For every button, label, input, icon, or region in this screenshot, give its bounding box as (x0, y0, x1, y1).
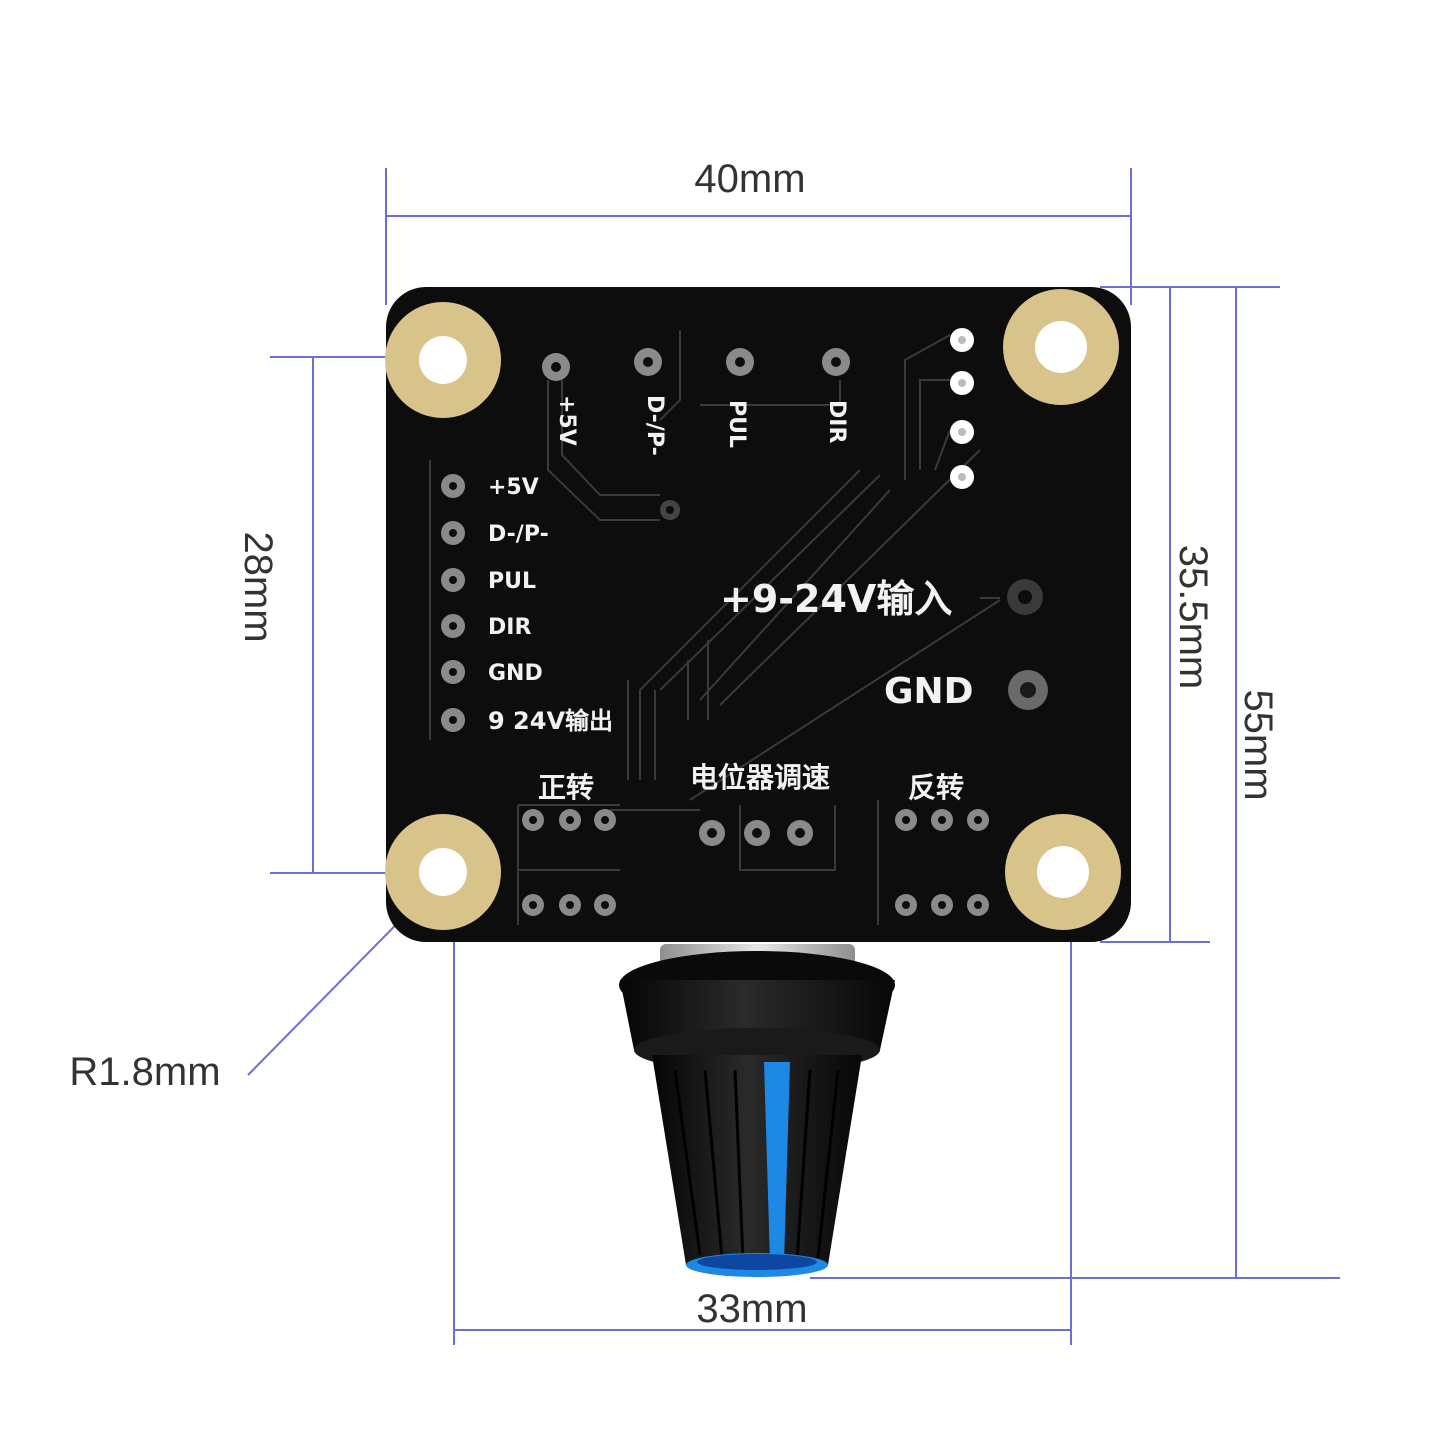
left-pin-label-pul: PUL (488, 569, 536, 594)
left-pin-label-dir: DIR (488, 615, 531, 640)
forward-label: 正转 (538, 771, 594, 804)
width-top-label: 40mm (694, 157, 805, 201)
potentiometer-knob-icon (619, 944, 895, 1277)
pin-header-icon (441, 614, 465, 638)
mounting-hole-icon (385, 814, 501, 930)
power-input-label: +9-24V输入 (720, 577, 952, 621)
mounting-hole-icon (1003, 289, 1119, 405)
top-pin-label-dp: D-/P- (642, 395, 667, 456)
mounting-hole-icon (1005, 814, 1121, 930)
pin-header-icon (559, 894, 581, 916)
height-board-label: 35.5mm (1171, 545, 1215, 690)
pin-header-icon (699, 820, 725, 846)
radius-label: R1.8mm (69, 1050, 220, 1094)
pot-pads (699, 820, 813, 846)
left-pin-label-dp: D-/P- (488, 522, 549, 547)
pin-header-icon (744, 820, 770, 846)
height-total-label: 55mm (1236, 689, 1280, 800)
pin-header-icon (594, 809, 616, 831)
pin-header-icon (542, 353, 570, 381)
pin-header-icon (822, 348, 850, 376)
forward-pads (522, 809, 616, 916)
reverse-label: 反转 (908, 771, 964, 804)
pot-label: 电位器调速 (690, 761, 830, 794)
pin-header-icon (726, 348, 754, 376)
top-pin-pads (542, 348, 850, 381)
pcb-traces (429, 330, 1001, 925)
top-pin-label-5v: +5V (554, 395, 579, 446)
left-pin-pads (441, 474, 465, 732)
pin-header-icon (931, 894, 953, 916)
height-left-label: 28mm (236, 531, 280, 642)
pin-header-icon (895, 894, 917, 916)
left-pin-label-5v: +5V (488, 475, 539, 500)
left-pin-label-output: 9 24V输出 (488, 707, 613, 735)
pin-header-icon (787, 820, 813, 846)
pin-header-icon (950, 420, 974, 444)
reverse-pads (895, 809, 989, 916)
top-pin-label-dir: DIR (824, 400, 849, 443)
pcb-board: +5V D-/P- PUL DIR +5V D-/P- PUL DIR GND (385, 287, 1131, 942)
width-bottom-label: 33mm (696, 1287, 807, 1331)
pin-header-icon (895, 809, 917, 831)
pin-header-icon (441, 521, 465, 545)
pin-header-icon (967, 809, 989, 831)
pin-header-icon (441, 474, 465, 498)
gnd-label: GND (884, 671, 974, 712)
pin-header-icon (967, 894, 989, 916)
pin-header-icon (1008, 670, 1048, 710)
pin-header-icon (441, 660, 465, 684)
mounting-hole-icon (385, 302, 501, 418)
pin-header-icon (522, 809, 544, 831)
left-pin-label-gnd: GND (488, 661, 543, 686)
pin-header-icon (522, 894, 544, 916)
dimension-lines (247, 168, 1340, 1345)
pin-header-icon (559, 809, 581, 831)
pin-header-icon (594, 894, 616, 916)
top-pin-label-pul: PUL (724, 400, 749, 448)
pin-header-icon (950, 328, 974, 352)
pin-header-icon (1007, 579, 1043, 615)
pin-header-icon (950, 465, 974, 489)
pin-header-icon (441, 708, 465, 732)
right-pin-pads (950, 328, 974, 489)
pin-header-icon (634, 348, 662, 376)
pin-header-icon (950, 371, 974, 395)
pin-header-icon (931, 809, 953, 831)
pin-header-icon (441, 568, 465, 592)
